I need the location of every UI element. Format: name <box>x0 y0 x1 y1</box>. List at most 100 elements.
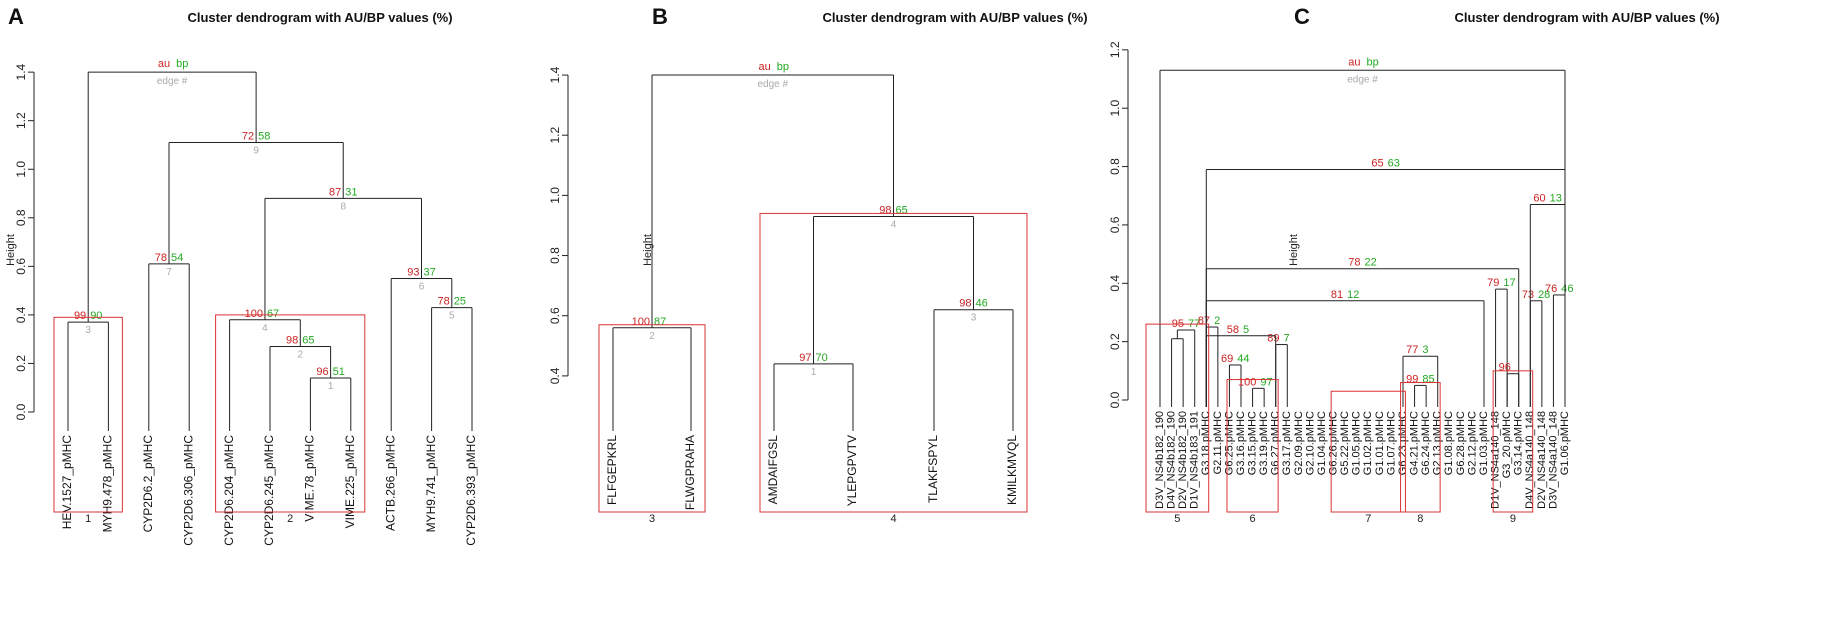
leaf-label: G6.24.pMHC <box>1420 411 1432 475</box>
panel-b-ylabel: Height <box>642 234 654 266</box>
au-value: 98 <box>959 298 971 310</box>
y-tick-label: 0.4 <box>548 367 562 384</box>
edge-number: 3 <box>971 313 977 324</box>
y-tick-label: 0.4 <box>1108 275 1122 292</box>
panel-letter-a: A <box>8 4 24 29</box>
edge-number: 6 <box>419 281 425 292</box>
leaf-label: G6.25.pMHC <box>1223 411 1235 475</box>
leaf-label: D1V_NS4a140_148 <box>1489 411 1501 509</box>
cluster-box <box>1226 379 1279 513</box>
leaf-label: D4V_NS4b182_190 <box>1165 411 1177 509</box>
leaf-label: KMILKMVQL <box>1005 435 1019 505</box>
y-tick-label: 1.4 <box>548 66 562 83</box>
au-legend: au <box>1348 56 1360 68</box>
leaf-label: G1.06.pMHC <box>1559 411 1571 475</box>
leaf-label: G3.14.pMHC <box>1513 411 1525 475</box>
bp-value: 65 <box>302 334 314 346</box>
leaf-label: G2.11.pMHC <box>1212 411 1224 474</box>
au-value: 58 <box>1227 324 1239 336</box>
y-tick-label: 1.2 <box>1108 41 1122 58</box>
cluster-box <box>1400 381 1441 513</box>
edge-number: 9 <box>253 146 259 157</box>
leaf-label: D4V_NS4a140_148 <box>1524 411 1536 509</box>
y-tick-label: 1.2 <box>14 112 28 129</box>
leaf-label: FLFGEPKRL <box>605 435 619 505</box>
y-tick-label: 1.0 <box>548 187 562 204</box>
leaf-label: VIME.225_pMHC <box>343 435 357 529</box>
leaf-label: FLWGPRAHA <box>683 435 697 510</box>
au-value: 76 <box>1545 283 1557 295</box>
bp-value: 17 <box>1503 277 1515 289</box>
bp-value: 25 <box>454 296 466 308</box>
au-value: 87 <box>329 186 341 198</box>
bp-legend: bp <box>777 61 789 73</box>
au-value: 96 <box>1499 362 1511 374</box>
leaf-label: G4.21.pMHC <box>1408 411 1420 475</box>
panel-a: A Cluster dendrogram with AU/BP values (… <box>5 4 478 546</box>
au-value: 100 <box>245 308 263 320</box>
bp-value: 58 <box>258 131 270 143</box>
cluster-box <box>215 314 366 513</box>
y-tick-label: 0.0 <box>14 403 28 420</box>
leaf-label: YLEPGPVTV <box>845 435 859 506</box>
bp-legend: bp <box>1367 56 1379 68</box>
edge-number: 2 <box>649 331 655 342</box>
au-value: 100 <box>1238 376 1256 388</box>
y-tick-label: 0.8 <box>14 209 28 226</box>
panel-a-ylabel: Height <box>5 234 17 266</box>
leaf-label: VIME.78_pMHC <box>303 435 317 522</box>
leaf-label: TLAKFSPYL <box>926 435 940 503</box>
bp-value: 63 <box>1388 157 1400 169</box>
leaf-label: AMDAIFGSL <box>766 435 780 505</box>
leaf-label: D2V_NS4b182_190 <box>1177 411 1189 509</box>
edge-number: 8 <box>340 201 346 212</box>
au-value: 96 <box>316 366 328 378</box>
bp-value: 70 <box>816 352 828 364</box>
leaf-label: G3.18.pMHC <box>1200 411 1212 475</box>
bp-value: 97 <box>1260 376 1272 388</box>
bp-value: 87 <box>654 316 666 328</box>
cluster-number: 4 <box>890 513 896 525</box>
leaf-label: CYP2D6.393_pMHC <box>464 435 478 546</box>
leaf-label: CYP2D6.204_pMHC <box>222 435 236 546</box>
leaf-label: G6.26.pMHC <box>1327 411 1339 475</box>
bp-value: 13 <box>1550 192 1562 204</box>
au-value: 78 <box>438 296 450 308</box>
cluster-box <box>53 316 123 513</box>
edge-number: 7 <box>166 267 172 278</box>
au-value: 81 <box>1331 289 1343 301</box>
edge-number: 1 <box>811 367 817 378</box>
bp-value: 67 <box>267 308 279 320</box>
cluster-box <box>598 324 706 513</box>
leaf-label: G1.05.pMHC <box>1351 411 1363 475</box>
cluster-number: 3 <box>649 513 655 525</box>
bp-value: 28 <box>1538 289 1550 301</box>
leaf-label: G1.03.pMHC <box>1478 411 1490 475</box>
au-value: 100 <box>632 316 650 328</box>
bp-value: 3 <box>1422 344 1428 356</box>
leaf-label: MYH9.478_pMHC <box>101 435 115 533</box>
y-tick-label: 0.4 <box>14 306 28 323</box>
y-tick-label: 0.6 <box>548 307 562 324</box>
bp-value: 51 <box>333 366 345 378</box>
cluster-box <box>1492 370 1534 513</box>
y-tick-label: 0.6 <box>1108 216 1122 233</box>
bp-value: 85 <box>1422 373 1434 385</box>
leaf-label: HEV.1527_pMHC <box>60 435 74 530</box>
edge-legend: edge # <box>1347 74 1378 85</box>
bp-value: 37 <box>424 266 436 278</box>
leaf-label: G2.09.pMHC <box>1293 411 1305 475</box>
bp-value: 44 <box>1237 353 1249 365</box>
au-value: 77 <box>1406 344 1418 356</box>
bp-legend: bp <box>176 58 188 70</box>
cluster-number: 2 <box>287 513 293 525</box>
y-tick-label: 0.6 <box>14 258 28 275</box>
leaf-label: CYP2D6.2_pMHC <box>141 435 155 533</box>
edge-number: 1 <box>328 381 334 392</box>
y-tick-label: 0.8 <box>1108 158 1122 175</box>
y-tick-label: 0.2 <box>14 355 28 372</box>
edge-number: 3 <box>85 325 91 336</box>
cluster-number: 8 <box>1417 513 1423 525</box>
y-tick-label: 1.4 <box>14 63 28 80</box>
